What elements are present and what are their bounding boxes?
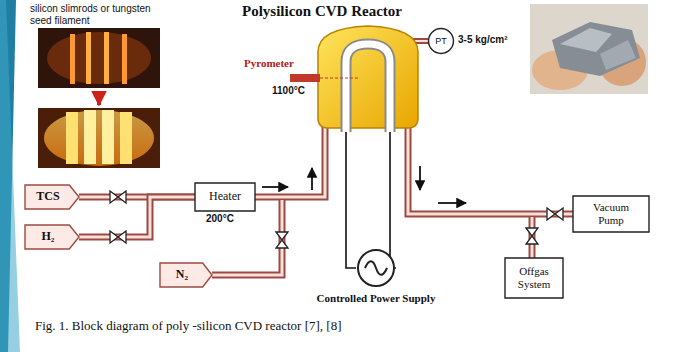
power-wires xyxy=(346,128,396,268)
pressure-transmitter: PT xyxy=(428,28,454,54)
heater-box: Heater xyxy=(195,183,255,211)
tag-shape xyxy=(25,225,79,249)
feed-tag: H₂ xyxy=(25,225,79,249)
node-label: H₂ xyxy=(42,230,55,244)
text-holder: 1100°C xyxy=(272,85,305,96)
node-label: TCS xyxy=(36,190,59,204)
pyrometer xyxy=(290,74,360,82)
node-label: Heater xyxy=(209,190,241,204)
process-pipes xyxy=(212,41,573,275)
text-holder: Fig. 1. Block diagram of poly -silicon C… xyxy=(35,318,342,334)
text-holder: 200°C xyxy=(206,213,234,224)
pipe-connector xyxy=(79,197,195,237)
node-label: PT xyxy=(435,36,447,46)
diagram-title: Polysilicon CVD Reactor xyxy=(242,3,402,20)
feed-tag: N₂ xyxy=(160,263,212,287)
grown-rod-photo xyxy=(38,108,160,168)
box-shape xyxy=(573,196,649,232)
text-holder: silicon slimrods or tungsten seed filame… xyxy=(30,3,152,27)
tag-shape xyxy=(160,263,212,287)
figure-caption: Fig. 1. Block diagram of poly -silicon C… xyxy=(35,318,342,334)
box-shape xyxy=(195,183,255,211)
text-holder: 3-5 kg/cm² xyxy=(458,34,507,45)
tag-shape xyxy=(25,185,79,209)
node-label: Vacuum Pump xyxy=(584,201,638,226)
sine-symbol xyxy=(365,261,387,275)
node-label: N₂ xyxy=(176,268,188,282)
ac-source-symbol xyxy=(356,248,396,288)
pipe-bore xyxy=(79,197,195,237)
pipe-wall xyxy=(79,197,195,237)
feed-tag: TCS xyxy=(25,185,79,209)
box-shape xyxy=(505,258,563,298)
node-label: Offgas System xyxy=(510,265,558,290)
flow-arrows xyxy=(262,166,466,203)
reactor-vessel xyxy=(318,26,418,132)
filament-photo xyxy=(38,28,160,88)
process-box: Offgas System xyxy=(505,258,563,298)
temperature-value: 200°C xyxy=(206,213,234,224)
text-holder: Pyrometer xyxy=(244,57,294,69)
node-label: Controlled Power Supply xyxy=(301,292,451,304)
temperature-value: 1100°C xyxy=(272,85,305,96)
photo-caption: silicon slimrods or tungsten seed filame… xyxy=(30,3,152,27)
text-holder: Polysilicon CVD Reactor xyxy=(242,3,402,20)
process-arrow xyxy=(97,91,101,105)
power-supply: Controlled Power Supply xyxy=(301,248,451,304)
source-circle xyxy=(358,250,394,286)
valve-symbols xyxy=(110,191,563,248)
polysilicon-photo xyxy=(530,4,648,94)
circle-shape xyxy=(429,29,454,54)
pressure-value: 3-5 kg/cm² xyxy=(458,34,507,45)
pump-box: Vacuum Pump xyxy=(573,196,649,232)
slide-band xyxy=(0,0,20,352)
instrument-label: Pyrometer xyxy=(244,57,294,69)
